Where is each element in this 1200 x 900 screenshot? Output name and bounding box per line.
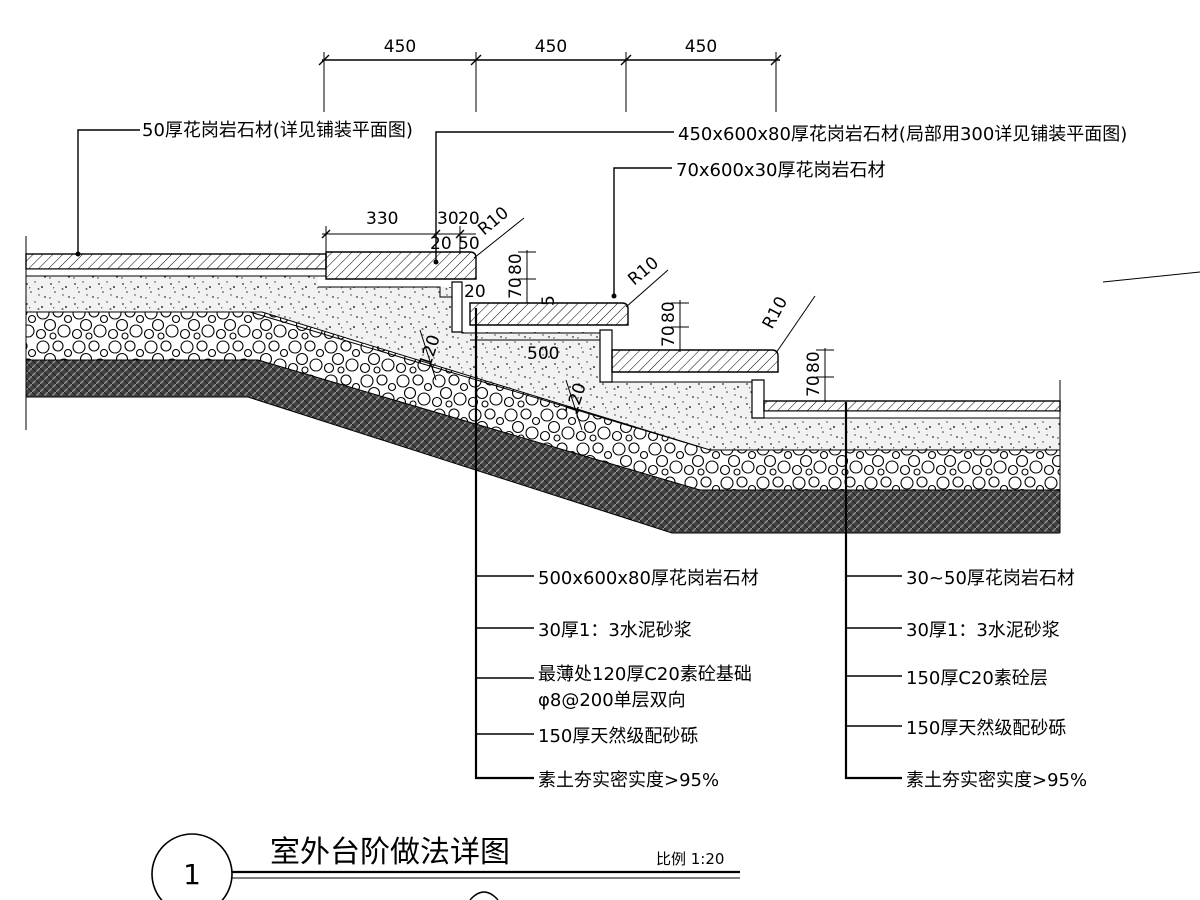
radius-r10-lower: R10 xyxy=(759,293,792,332)
dim-70-c: 70 xyxy=(804,375,824,397)
right-layer-concrete: 150厚C20素砼层 xyxy=(906,668,1048,689)
dim-450-c: 450 xyxy=(685,37,717,57)
riser-stone-3 xyxy=(751,379,765,419)
detail-scale: 比例 1:20 xyxy=(656,850,724,868)
upper-mortar xyxy=(25,268,327,277)
concrete-base-layer xyxy=(26,276,1060,450)
callout-step-stone: 450x600x80厚花岗岩石材(局部用300详见铺装平面图) xyxy=(678,124,1127,145)
dim-80-a: 80 xyxy=(506,253,526,275)
right-layer-callouts: 30~50厚花岗岩石材 30厚1：3水泥砂浆 150厚C20素砼层 150厚天然… xyxy=(844,402,1087,791)
dim-500: 500 xyxy=(527,344,559,364)
dim-50: 50 xyxy=(458,234,480,254)
dim-80-c: 80 xyxy=(804,351,824,373)
callout-upper-paving: 50厚花岗岩石材(详见铺装平面图) xyxy=(142,120,413,141)
title-block: 1 室外台阶做法详图 比例 1:20 xyxy=(151,833,740,900)
left-layer-soil: 素土夯实密实度>95% xyxy=(538,770,719,791)
upper-paving-stone xyxy=(25,253,327,270)
left-layer-concrete: 最薄处120厚C20素砼基础 xyxy=(538,664,752,685)
dim-70-b: 70 xyxy=(659,325,679,347)
radius-r10-middle: R10 xyxy=(624,253,662,290)
detail-number-circle xyxy=(151,833,233,900)
right-layer-gravel: 150厚天然级配砂砾 xyxy=(906,718,1066,739)
right-layer-soil: 素土夯实密实度>95% xyxy=(906,770,1087,791)
dim-20-top: 20 xyxy=(458,209,480,229)
top-dimension-line: 450 450 450 xyxy=(318,37,782,112)
dim-30: 30 xyxy=(437,209,459,229)
dim-330: 330 xyxy=(366,209,398,229)
left-layer-rebar: φ8@200单层双向 xyxy=(538,690,686,711)
right-layer-mortar: 30厚1：3水泥砂浆 xyxy=(906,620,1060,641)
lower-paving-stone xyxy=(763,400,1061,412)
dim-450-a: 450 xyxy=(384,37,416,57)
detail-number: 1 xyxy=(183,858,201,891)
left-layer-mortar: 30厚1：3水泥砂浆 xyxy=(538,620,692,641)
top-callouts: 50厚花岗岩石材(详见铺装平面图) 450x600x80厚花岗岩石材(局部用30… xyxy=(75,120,1127,299)
left-layer-stone: 500x600x80厚花岗岩石材 xyxy=(538,568,759,589)
right-layer-stone: 30~50厚花岗岩石材 xyxy=(906,568,1075,589)
dim-20-left: 20 xyxy=(430,234,452,254)
gravel-layer xyxy=(26,312,1060,490)
left-layer-gravel: 150厚天然级配砂砾 xyxy=(538,726,698,747)
riser-stone-1 xyxy=(451,281,463,333)
dim-5: 5 xyxy=(539,295,559,306)
lower-mortar xyxy=(763,410,1061,419)
top-step-stone xyxy=(325,251,477,280)
left-layer-callouts: 500x600x80厚花岗岩石材 30厚1：3水泥砂浆 最薄处120厚C20素砼… xyxy=(474,308,759,791)
riser-stone-2 xyxy=(599,329,613,383)
dim-450-b: 450 xyxy=(535,37,567,57)
lower-step-stone xyxy=(611,349,779,373)
detail-title: 室外台阶做法详图 xyxy=(270,835,510,870)
callout-riser-stone: 70x600x30厚花岗岩石材 xyxy=(676,160,885,181)
dim-70-a: 70 xyxy=(506,277,526,299)
stone-paving xyxy=(25,236,1200,533)
compacted-soil-layer xyxy=(26,360,1060,533)
dim-80-b: 80 xyxy=(659,301,679,323)
dim-20-riser: 20 xyxy=(464,282,486,302)
radius-r10-top: R10 xyxy=(474,203,512,240)
